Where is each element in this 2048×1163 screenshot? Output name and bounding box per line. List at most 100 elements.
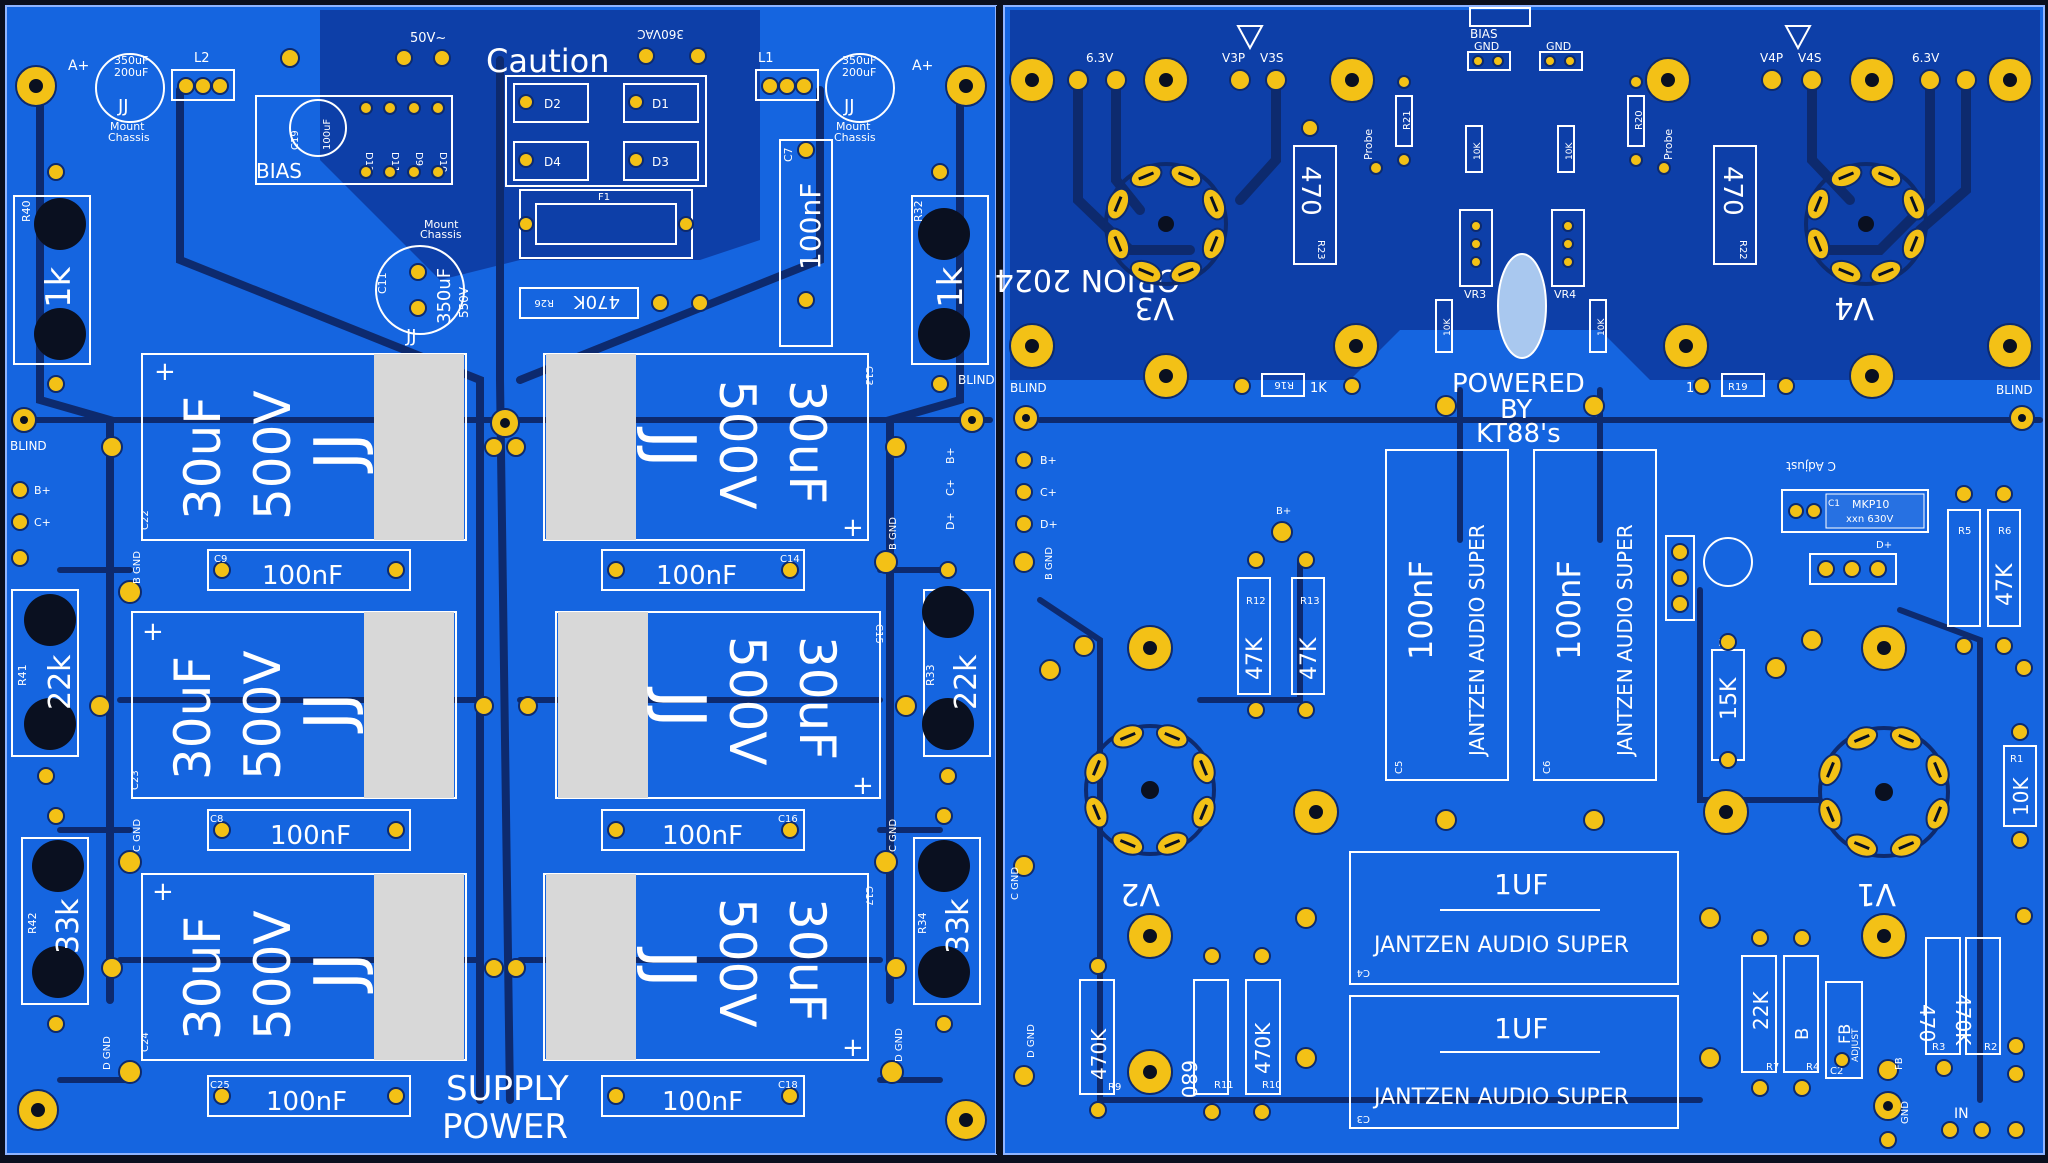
left-traces [11, 56, 993, 1104]
warning-triangle-left-icon [1236, 25, 1264, 51]
tube-pin-slot-4-7 [1826, 761, 1835, 778]
left-blind-label: BLIND [10, 439, 47, 453]
right-output-zone [1010, 10, 2040, 380]
r19-ref: R19 [1728, 382, 1748, 393]
tube-pin-slot-2-1 [1877, 171, 1894, 181]
c3-ref: C3 [1357, 1113, 1370, 1124]
r7-ref: R7 [1766, 1062, 1779, 1073]
resistor-r34: R34 33k [913, 807, 981, 1033]
c11-voltage: 550V [457, 286, 471, 318]
tube-pin-slot-3-2 [1199, 759, 1208, 776]
pot-10k-b: 10K [1565, 142, 1575, 160]
rb-b-plus: B+ [1040, 454, 1057, 467]
r6-ref: R6 [1998, 526, 2011, 537]
film-cap-c18: C18 100nF [601, 1075, 805, 1117]
b-gnd-left: B GND [132, 551, 143, 584]
right-small-cap-value: 350uF [842, 54, 876, 67]
probe-left-label: Probe [1362, 129, 1375, 160]
tube-pin-slot-1-7 [1113, 196, 1123, 213]
svg-text:+: + [152, 877, 174, 907]
r1-value: 10K [2009, 777, 2033, 816]
r21-ref: R21 [1402, 110, 1413, 130]
tube-pin-slot-1-5 [1138, 267, 1155, 277]
left-small-cap-brand: JJ [117, 96, 129, 117]
c23-ref: C23 [130, 770, 141, 790]
right-small-cap-value2: 200uF [842, 66, 876, 79]
c4-brand: JANTZEN AUDIO SUPER [1372, 933, 1629, 958]
r4-value: B [1792, 1028, 1813, 1040]
c24-brand: JJ [302, 952, 376, 994]
tube-pin-slot-1-8 [1138, 171, 1155, 181]
c13-brand: JJ [634, 426, 708, 468]
c22-ref: C22 [140, 510, 151, 530]
r1-ref: R1 [2010, 754, 2023, 765]
c8-ref: C8 [210, 814, 223, 825]
film-cap-c25: C25 100nF [207, 1075, 411, 1117]
right-small-cap-brand: JJ [843, 96, 855, 117]
power-cap-c15: + C15 30uF 500V JJ [555, 611, 917, 801]
resistor-r33: R33 22k [922, 561, 991, 785]
ac-50v-label: 50V~ [410, 31, 446, 46]
c6-ref: C6 [1542, 761, 1553, 774]
tube-socket-v2: V2 [1039, 625, 1216, 1095]
indicator-tube-icon [1497, 253, 1547, 359]
r12-ref: R12 [1246, 596, 1266, 607]
tube-pin-slot-1-3 [1209, 235, 1219, 252]
c25-ref: C25 [210, 1080, 230, 1091]
inductor-l1-label: L1 [758, 51, 774, 66]
right-b-plus: B+ [944, 447, 957, 464]
tube-pin-slot-4-4 [1898, 841, 1915, 850]
inductor-l1-outline [755, 69, 819, 101]
v3s-label: V3S [1260, 51, 1283, 65]
film-cap-c6: 100nF JANTZEN AUDIO SUPER C6 [1533, 395, 1657, 831]
r6-value: 47K [1993, 563, 2018, 606]
c6-brand: JANTZEN AUDIO SUPER [1613, 524, 1637, 758]
left-a-plus-label: A+ [68, 58, 89, 74]
rb-c-plus: C+ [1040, 486, 1057, 499]
resistor-r11: 680 R11 [1177, 947, 1234, 1121]
pot-10k-c: 10K [1443, 318, 1453, 336]
film-cap-c4: 1UF JANTZEN AUDIO SUPER C4 [1295, 851, 1721, 985]
r8-value: 15K [1717, 677, 1742, 720]
film-cap-c16: C16 100nF [601, 809, 805, 851]
r41-value: 22k [43, 654, 78, 710]
r9-value: 470K [1087, 1028, 1111, 1080]
film-cap-c14: C14 100nF [601, 549, 805, 591]
right-small-cap-outline [825, 53, 895, 123]
film-cap-c3: 1UF JANTZEN AUDIO SUPER C3 [1295, 995, 1721, 1129]
c22-voltage: 500V [244, 390, 302, 520]
fuse-f1-label: F1 [598, 192, 610, 203]
c19-outline [289, 99, 347, 157]
v4p-label: V4P [1760, 51, 1783, 65]
r33-ref: R33 [924, 664, 937, 686]
tube-pin-slot-2-2 [1909, 196, 1919, 213]
c17-brand: JJ [634, 946, 708, 988]
power-supply-board: A+ 350uF 200uF JJ Mount Chassis L2 L1 35… [5, 5, 1026, 1155]
right-traces [1037, 75, 2043, 1103]
d4-label: D4 [544, 155, 561, 169]
diode-bridge: D2 D1 D4 D3 [505, 75, 707, 187]
r42-ref: R42 [26, 912, 39, 934]
warning-triangle-right-icon [1784, 25, 1812, 51]
c1-voltage: xxn 630V [1846, 514, 1893, 525]
fb-label: FB [1835, 1024, 1854, 1044]
tube-pin-slot-4-3 [1933, 806, 1942, 823]
left-b-plus: B+ [34, 484, 51, 497]
b-gnd-right: B GND [888, 517, 899, 550]
c7-value: 100nF [794, 183, 827, 270]
d3-label: D3 [652, 155, 669, 169]
r32-ref: R32 [912, 200, 925, 222]
power-cap-c22: + C22 30uF 500V JJ [101, 353, 467, 541]
c5-brand: JANTZEN AUDIO SUPER [1465, 524, 1489, 758]
c1-ref: C1 [1828, 499, 1840, 509]
d-plus-right-label: D+ [1876, 540, 1892, 551]
rb-d-plus: D+ [1040, 518, 1058, 531]
c11-brand: JJ [405, 326, 417, 347]
r10-value: 470K [1251, 1022, 1275, 1074]
c24-voltage: 500V [244, 910, 302, 1040]
tube-pin-slot-2-7 [1813, 196, 1823, 213]
r11-ref: R11 [1214, 1080, 1234, 1091]
ac-360v-label: 360VAC [637, 27, 684, 41]
c19-label: C19 [290, 130, 301, 150]
svg-text:+: + [142, 617, 164, 647]
